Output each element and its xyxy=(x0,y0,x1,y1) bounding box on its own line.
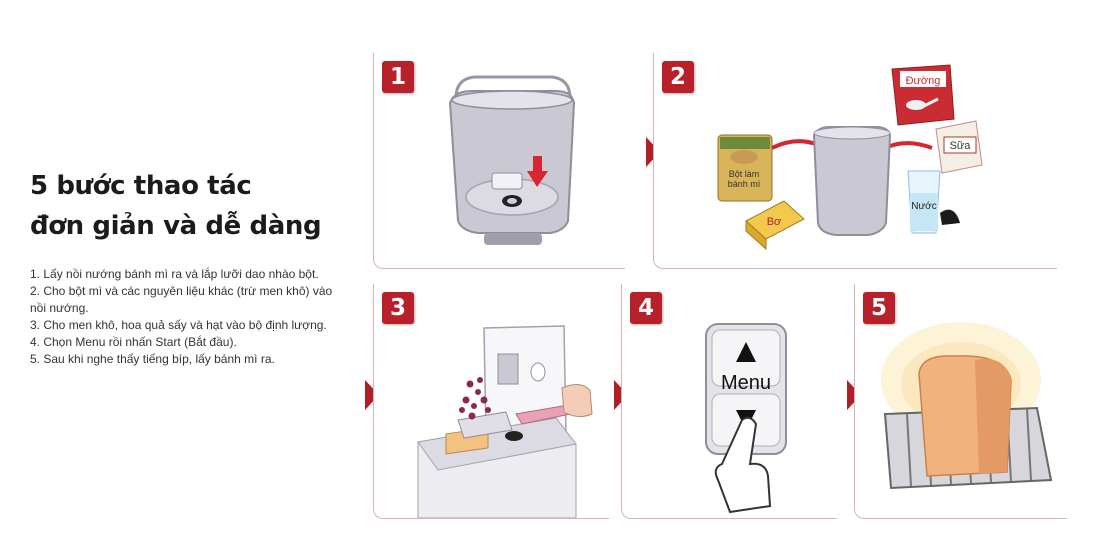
step-panel-5: 5 xyxy=(854,284,1067,519)
step-panel-4: Menu 4 xyxy=(621,284,837,519)
page-heading: 5 bước thao tác đơn giản và dễ dàng xyxy=(30,166,350,246)
menu-label: Menu xyxy=(721,372,771,394)
butter-label: Bơ xyxy=(767,216,782,228)
step-number-badge-5: 5 xyxy=(863,292,895,324)
step-number-badge-3: 3 xyxy=(382,292,414,324)
heading-line-2: đơn giản và dễ dàng xyxy=(30,206,350,246)
step-item-4: 4. Chọn Menu rồi nhấn Start (Bắt đầu). xyxy=(30,334,350,351)
step-item-3: 3. Cho men khô, hoa quả sấy và hạt vào b… xyxy=(30,317,350,334)
step-number-badge-2: 2 xyxy=(662,61,694,93)
sugar-label: Đường xyxy=(906,75,941,87)
ingredients-illustration: Đường Sữa Bột làm bánh mì Bơ Nước xyxy=(654,53,1057,268)
step-panel-3: 3 xyxy=(373,284,609,519)
steps-list: 1. Lấy nồi nướng bánh mì ra và lắp lưỡi … xyxy=(30,266,350,368)
step-item-5: 5. Sau khi nghe thấy tiếng bíp, lấy bánh… xyxy=(30,351,350,368)
step-item-1: 1. Lấy nồi nướng bánh mì ra và lắp lưỡi … xyxy=(30,266,350,283)
heading-line-1: 5 bước thao tác xyxy=(30,166,350,206)
water-label: Nước xyxy=(911,201,936,212)
step-panel-1: 1 xyxy=(373,53,625,269)
step-panel-2: Đường Sữa Bột làm bánh mì Bơ Nước 2 xyxy=(653,53,1057,269)
milk-label: Sữa xyxy=(950,140,972,152)
flour-label-line-1: Bột làm xyxy=(729,169,760,179)
step-item-2: 2. Cho bột mì và các nguyên liệu khác (t… xyxy=(30,283,350,317)
step-number-badge-4: 4 xyxy=(630,292,662,324)
flour-label-line-2: bánh mì xyxy=(728,179,761,189)
step-number-badge-1: 1 xyxy=(382,61,414,93)
